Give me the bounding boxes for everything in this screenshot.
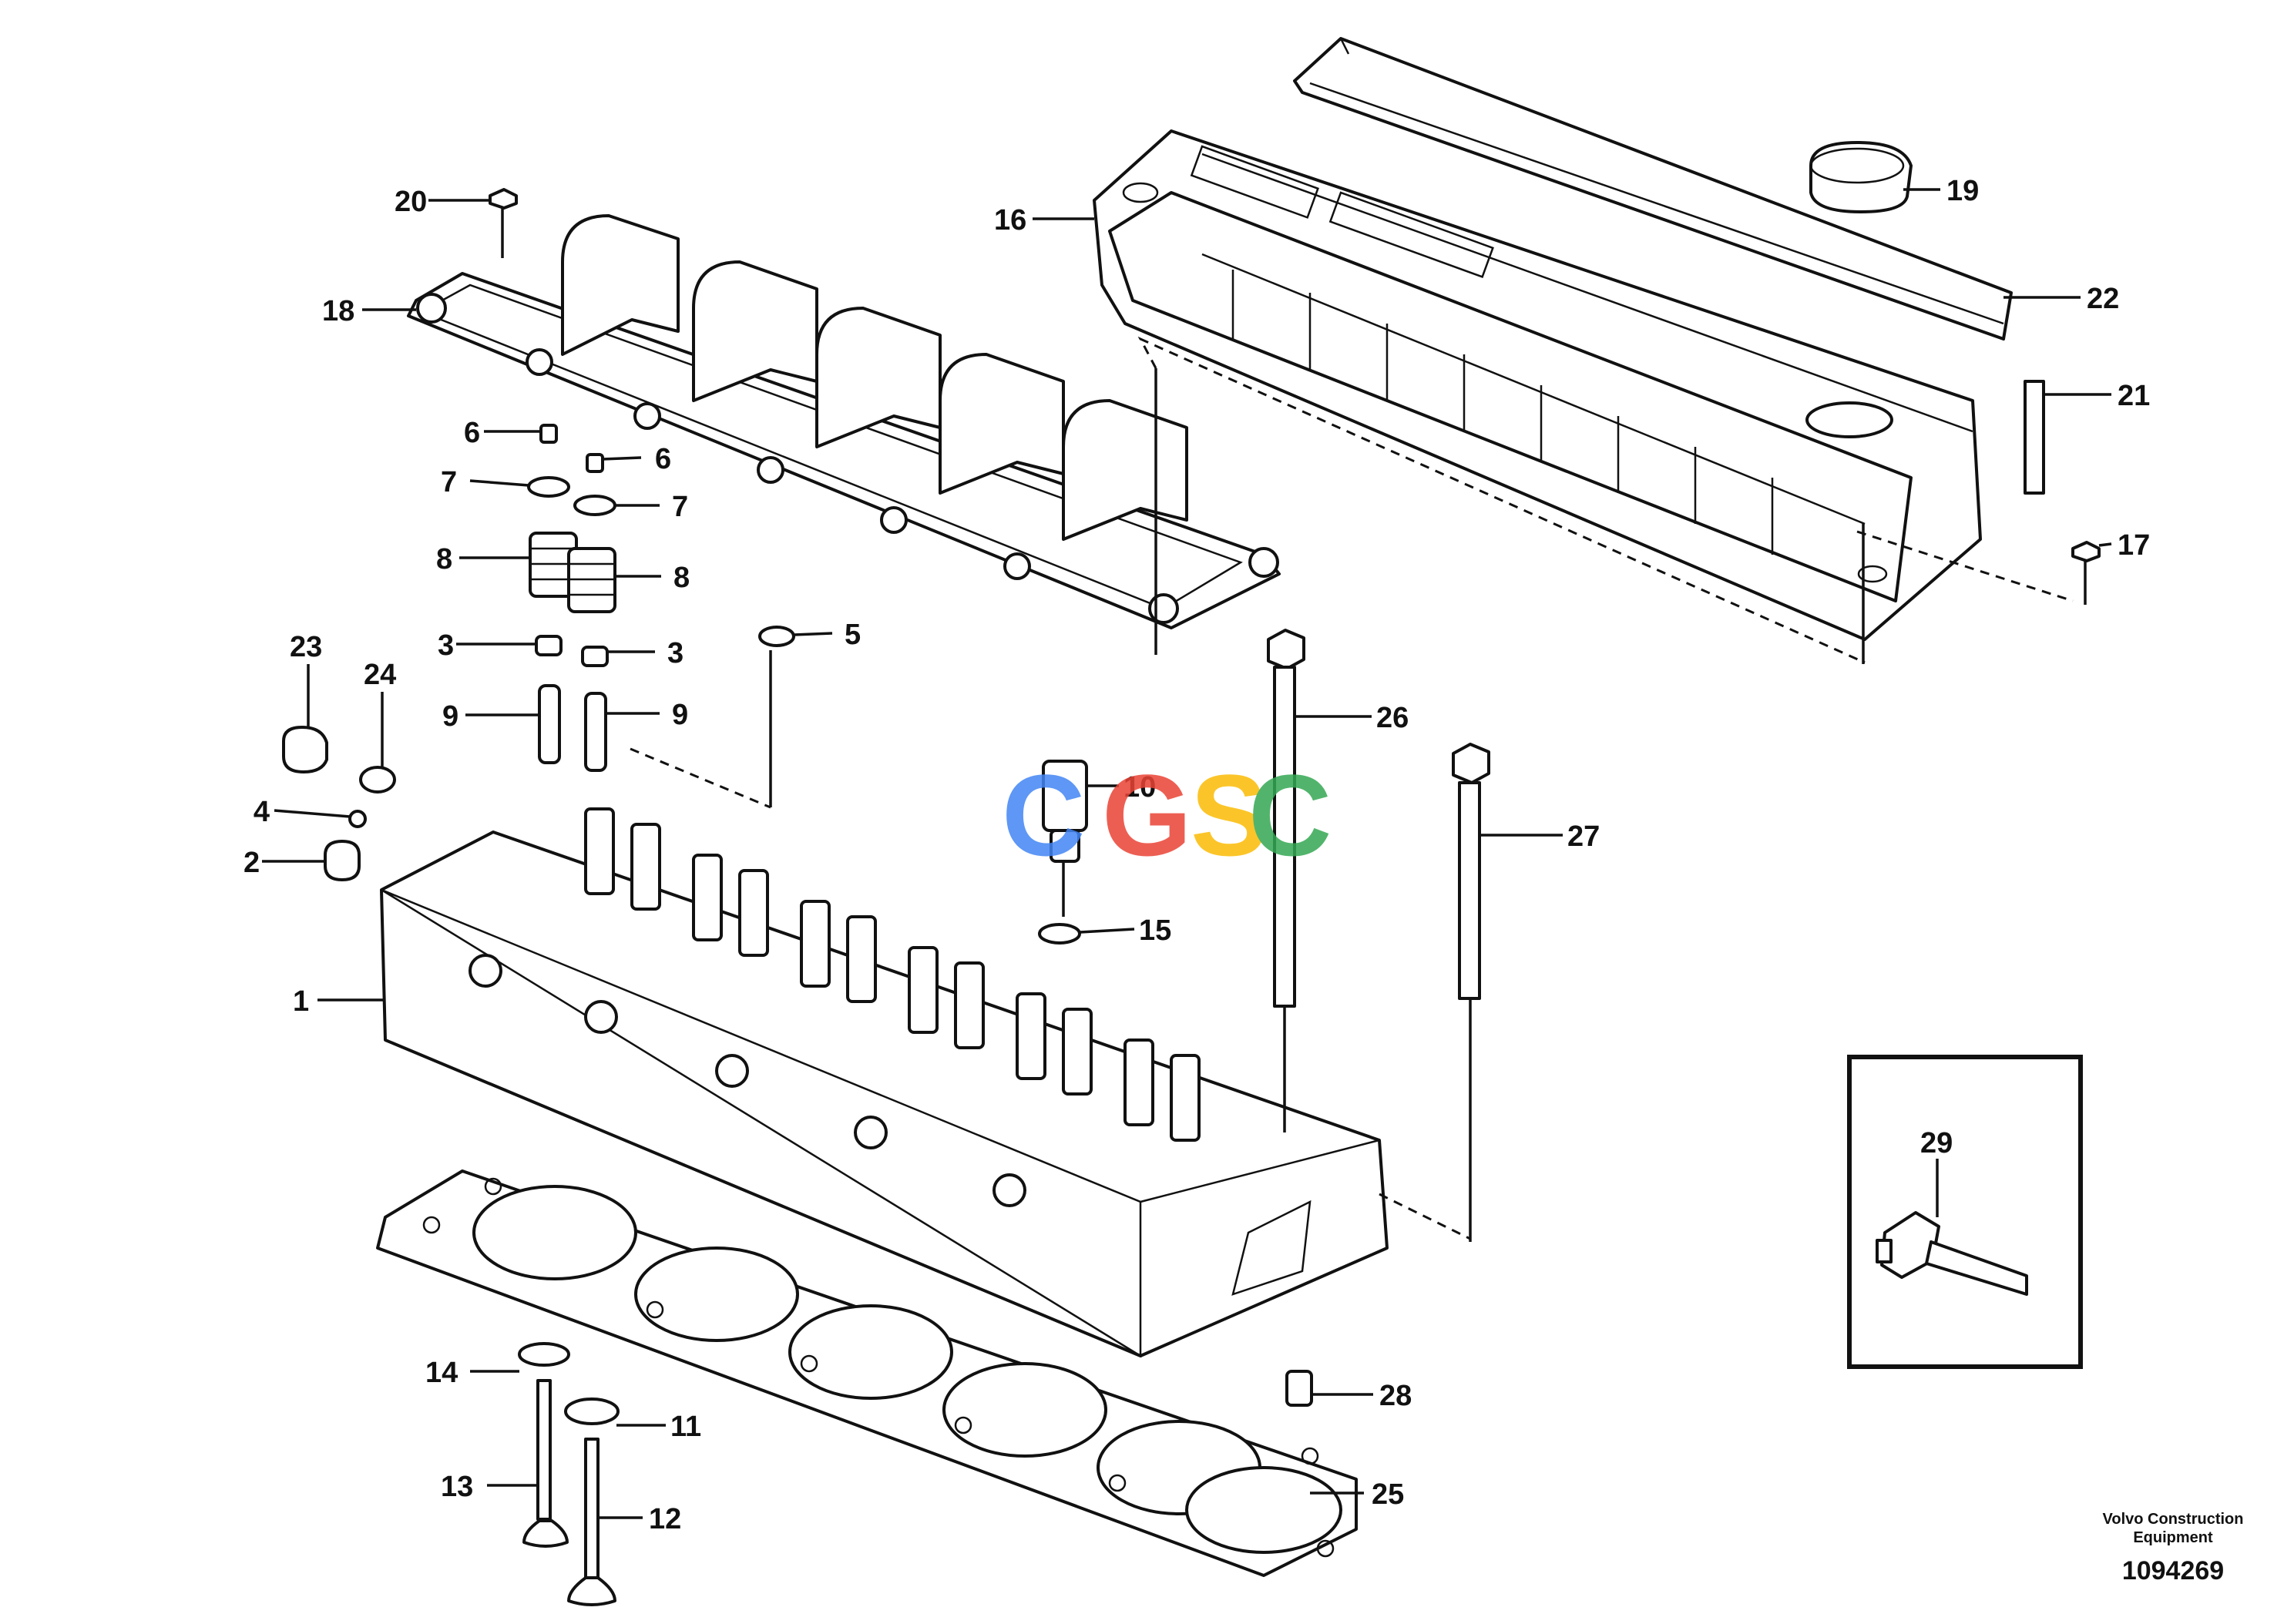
callout-21: 21: [2118, 380, 2150, 412]
callout-12: 12: [649, 1503, 681, 1535]
callout-9b: 9: [672, 699, 688, 731]
cover-rail: [1293, 37, 2013, 341]
callout-17: 17: [2118, 529, 2150, 562]
callout-5: 5: [845, 619, 861, 651]
valve-guide-right: [584, 692, 607, 772]
valve-spring-right: [567, 547, 616, 613]
valve-guide-left: [538, 684, 561, 764]
callout-15: 15: [1139, 914, 1171, 947]
callout-27: 27: [1567, 820, 1600, 853]
callout-labels: 1 2 3 3 4 5 6 6 7 7 8 8 9 9 10 11 12 13 …: [244, 175, 2150, 1535]
spring-seat-left: [535, 635, 563, 656]
injector-sleeve: [1042, 760, 1088, 917]
o-ring-15: [1038, 923, 1081, 945]
valve-cap-left: [539, 424, 558, 444]
watermark-letter-c1: C: [1002, 750, 1085, 880]
cylinder-head: [380, 807, 1389, 1358]
callout-26: 26: [1376, 702, 1409, 734]
spring-retainer-left: [527, 476, 570, 498]
callout-20: 20: [395, 186, 427, 218]
head-gasket: [376, 1169, 1358, 1577]
ball-4: [348, 810, 367, 828]
inset-box: [1847, 1055, 2083, 1369]
callout-2: 2: [244, 847, 260, 879]
temperature-sensor: [1876, 1211, 2028, 1296]
callout-23: 23: [290, 631, 322, 663]
intake-valve: [567, 1438, 616, 1606]
watermark-cgsc: C G S C: [1002, 750, 1332, 880]
callout-14: 14: [425, 1357, 458, 1389]
callout-4: 4: [254, 796, 270, 828]
callout-10: 10: [1123, 771, 1156, 804]
callout-16: 16: [994, 204, 1026, 237]
callout-leaders: [262, 188, 2112, 1519]
callout-18: 18: [322, 295, 354, 327]
valve-seal-11: [564, 1398, 620, 1425]
callout-7b: 7: [672, 491, 688, 523]
valve-cover: [1093, 129, 1982, 641]
watermark-letter-s: S: [1191, 750, 1268, 880]
callout-7: 7: [441, 466, 457, 498]
seal-strip: [2024, 380, 2045, 495]
callout-6: 6: [464, 417, 480, 449]
bolt-26: [1267, 629, 1305, 1132]
spring-seat-right: [581, 646, 609, 667]
callout-25: 25: [1372, 1478, 1404, 1511]
screw-20: [489, 188, 518, 258]
exhaust-valve: [522, 1379, 569, 1548]
washer-24: [359, 766, 396, 794]
callout-8b: 8: [673, 562, 690, 594]
callout-13: 13: [441, 1471, 473, 1503]
callout-29: 29: [1920, 1127, 1953, 1159]
watermark-letter-g: G: [1102, 750, 1192, 880]
valve-cap-right: [586, 453, 604, 473]
callout-11: 11: [670, 1411, 701, 1443]
dowel-28: [1285, 1370, 1313, 1407]
callout-1: 1: [293, 985, 309, 1018]
bolt-27: [1452, 743, 1490, 1000]
watermark-letter-c2: C: [1248, 750, 1332, 880]
plug-2: [324, 840, 361, 881]
callout-24: 24: [364, 659, 396, 691]
callout-9: 9: [442, 700, 458, 733]
callout-8: 8: [436, 543, 452, 575]
plug-23: [282, 726, 328, 773]
callout-3b: 3: [667, 637, 683, 669]
callout-22: 22: [2087, 283, 2119, 315]
valve-seal-14: [518, 1342, 570, 1367]
brand-name: Volvo Construction Equipment: [2102, 1511, 2244, 1546]
reference-number: 1094269: [2121, 1556, 2225, 1585]
callout-3: 3: [438, 629, 454, 662]
callout-19: 19: [1946, 175, 1979, 207]
plug-5: [758, 626, 795, 647]
callout-28: 28: [1379, 1380, 1412, 1412]
alignment-lines: [630, 336, 2074, 1242]
oil-filler-cap: [1809, 141, 1913, 213]
screw-17: [2071, 541, 2101, 605]
spring-retainer-right: [573, 495, 616, 516]
callout-6b: 6: [655, 443, 671, 475]
